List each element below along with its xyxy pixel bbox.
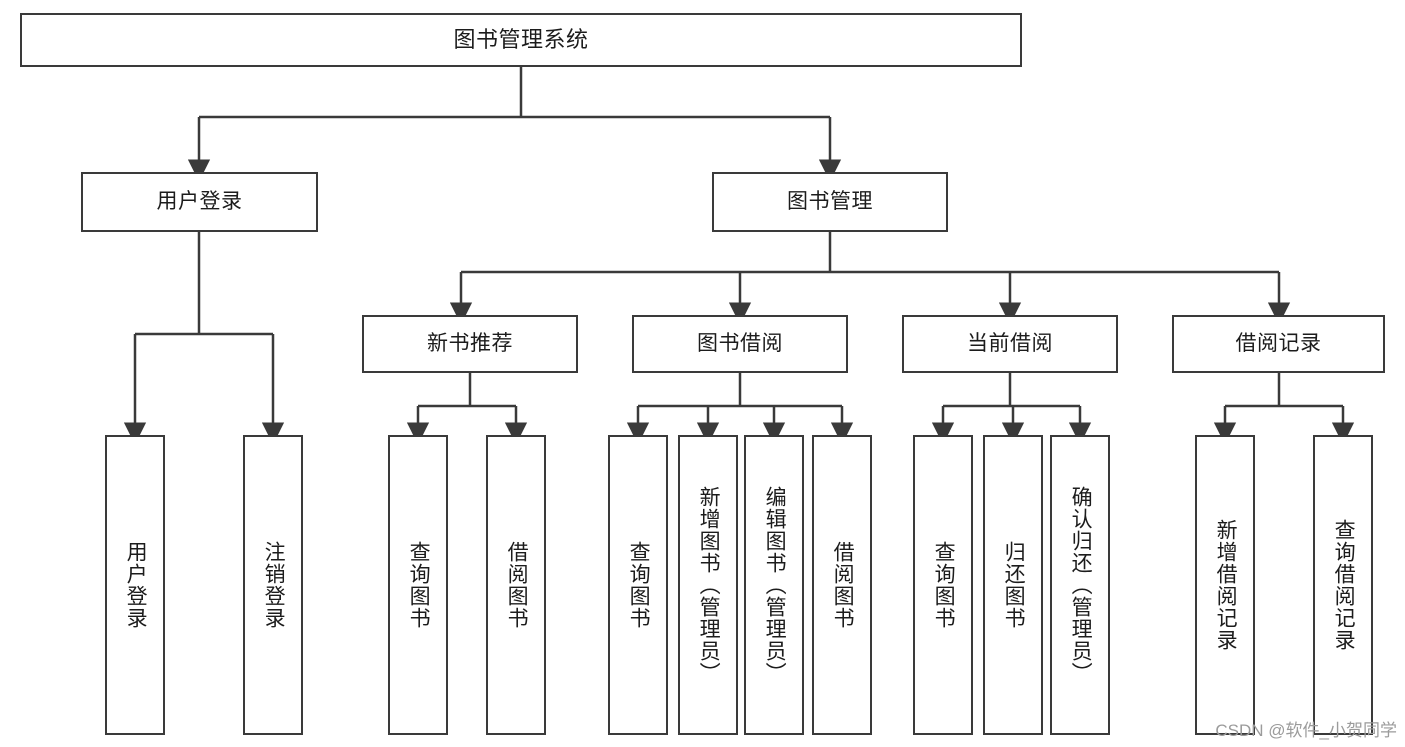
node-label: 新增图书（管理员） (697, 486, 721, 684)
leaf-query-borrow-record[interactable]: 查询借阅记录 (1313, 435, 1373, 735)
leaf-query-book-recommend[interactable]: 查询图书 (388, 435, 448, 735)
node-label: 查询图书 (407, 541, 431, 629)
node-label: 查询借阅记录 (1332, 519, 1356, 651)
leaf-logout[interactable]: 注销登录 (243, 435, 303, 735)
leaf-edit-book-admin[interactable]: 编辑图书（管理员） (744, 435, 804, 735)
node-label: 查询图书 (932, 541, 956, 629)
leaf-query-book-current[interactable]: 查询图书 (913, 435, 973, 735)
leaf-borrow-book-recommend[interactable]: 借阅图书 (486, 435, 546, 735)
node-label: 借阅记录 (1235, 332, 1322, 356)
leaf-query-book[interactable]: 查询图书 (608, 435, 668, 735)
node-root[interactable]: 图书管理系统 (20, 13, 1022, 67)
leaf-user-login[interactable]: 用户登录 (105, 435, 165, 735)
node-label: 用户登录 (156, 190, 243, 214)
node-label: 图书管理 (787, 190, 873, 214)
node-label: 查询图书 (627, 541, 651, 629)
node-current-borrow[interactable]: 当前借阅 (902, 315, 1118, 373)
node-label: 编辑图书（管理员） (763, 486, 787, 684)
node-book-management[interactable]: 图书管理 (712, 172, 948, 232)
leaf-add-book-admin[interactable]: 新增图书（管理员） (678, 435, 738, 735)
node-user-login[interactable]: 用户登录 (81, 172, 318, 232)
node-label: 新书推荐 (427, 332, 513, 356)
node-book-borrow[interactable]: 图书借阅 (632, 315, 848, 373)
leaf-add-borrow-record[interactable]: 新增借阅记录 (1195, 435, 1255, 735)
csdn-watermark: CSDN @软件_小贺同学 (1215, 721, 1397, 740)
node-label: 借阅图书 (505, 541, 529, 629)
node-borrow-records[interactable]: 借阅记录 (1172, 315, 1385, 373)
node-label: 归还图书 (1002, 541, 1026, 629)
node-label: 图书借阅 (697, 332, 783, 356)
node-label: 用户登录 (124, 541, 148, 629)
node-label: 图书管理系统 (453, 26, 589, 52)
node-new-book-recommend[interactable]: 新书推荐 (362, 315, 578, 373)
node-label: 当前借阅 (967, 332, 1053, 356)
node-label: 确认归还（管理员） (1069, 486, 1093, 684)
leaf-borrow-book[interactable]: 借阅图书 (812, 435, 872, 735)
leaf-confirm-return-admin[interactable]: 确认归还（管理员） (1050, 435, 1110, 735)
node-label: 注销登录 (262, 541, 286, 629)
connector-group (123, 67, 1355, 445)
leaf-return-book[interactable]: 归还图书 (983, 435, 1043, 735)
node-label: 借阅图书 (831, 541, 855, 629)
node-label: 新增借阅记录 (1214, 519, 1238, 651)
